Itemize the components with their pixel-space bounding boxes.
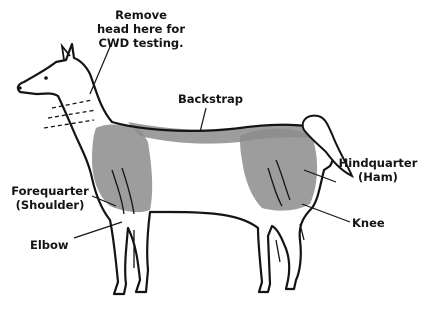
backstrap-label-text: Backstrap <box>178 92 243 106</box>
elbow-label: Elbow <box>30 238 69 252</box>
elbow-leader-line <box>74 222 122 238</box>
eye-icon <box>44 76 48 80</box>
cwd-label-line-3: CWD testing. <box>86 36 196 50</box>
knee-label: Knee <box>352 216 385 230</box>
forequarter-label-line-1: Forequarter <box>2 184 98 198</box>
forequarter-label-line-2: (Shoulder) <box>2 198 98 212</box>
hindquarter-label: Hindquarter (Ham) <box>334 156 422 184</box>
forequarter-label: Forequarter (Shoulder) <box>2 184 98 212</box>
backstrap-label: Backstrap <box>178 92 243 106</box>
cwd-testing-label: Remove head here for CWD testing. <box>86 8 196 50</box>
hindquarter-label-line-1: Hindquarter <box>334 156 422 170</box>
knee-label-text: Knee <box>352 216 385 230</box>
hindquarter-label-line-2: (Ham) <box>334 170 422 184</box>
elbow-label-text: Elbow <box>30 238 69 252</box>
cwd-label-line-2: head here for <box>86 22 196 36</box>
backstrap-leader-line <box>200 108 206 132</box>
knee-leader-line <box>302 204 350 222</box>
cwd-label-line-1: Remove <box>86 8 196 22</box>
nose-icon <box>18 86 21 89</box>
